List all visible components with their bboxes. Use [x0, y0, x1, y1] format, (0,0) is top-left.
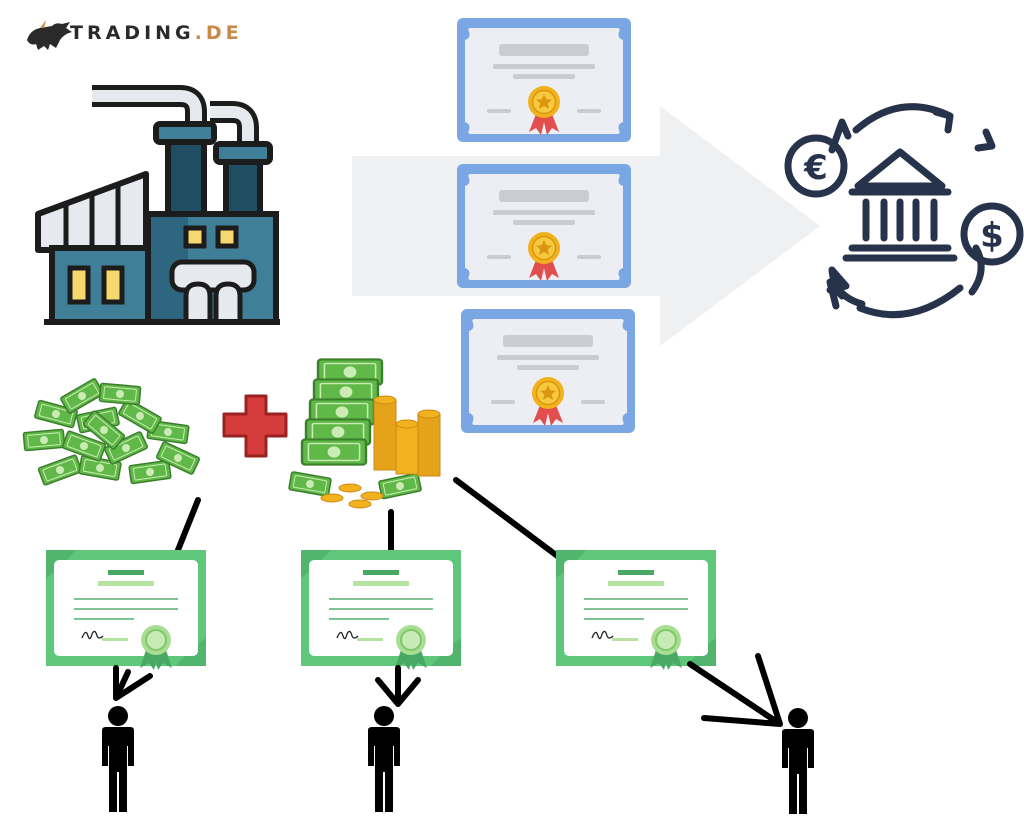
cash-and-coins-icon — [287, 358, 441, 509]
euro-symbol: € — [803, 148, 828, 188]
bank-currency-exchange-icon — [784, 103, 1024, 319]
cash-pile-icon — [22, 377, 201, 487]
green-certificate-1 — [45, 549, 207, 671]
logo-name: TRADING — [70, 22, 195, 44]
green-certificate-2 — [300, 549, 462, 671]
blue-certificate-2 — [456, 163, 632, 289]
investor-1 — [102, 706, 134, 812]
blue-certificate-1 — [456, 17, 632, 143]
plus-icon — [222, 394, 288, 458]
bull-icon — [27, 20, 72, 50]
logo-suffix: .DE — [194, 22, 243, 44]
logo — [27, 20, 72, 50]
dollar-symbol: $ — [980, 216, 1004, 256]
factory-icon — [35, 85, 280, 325]
connector-lines — [175, 477, 563, 561]
arrows-to-investors — [113, 653, 783, 727]
green-certificate-3 — [555, 549, 717, 671]
coin-stacks — [320, 395, 441, 509]
investor-2 — [368, 706, 400, 812]
blue-certificate-3 — [460, 308, 636, 434]
logo-text-wrap: TRADING.DE — [70, 22, 243, 44]
investor-3 — [782, 708, 814, 814]
